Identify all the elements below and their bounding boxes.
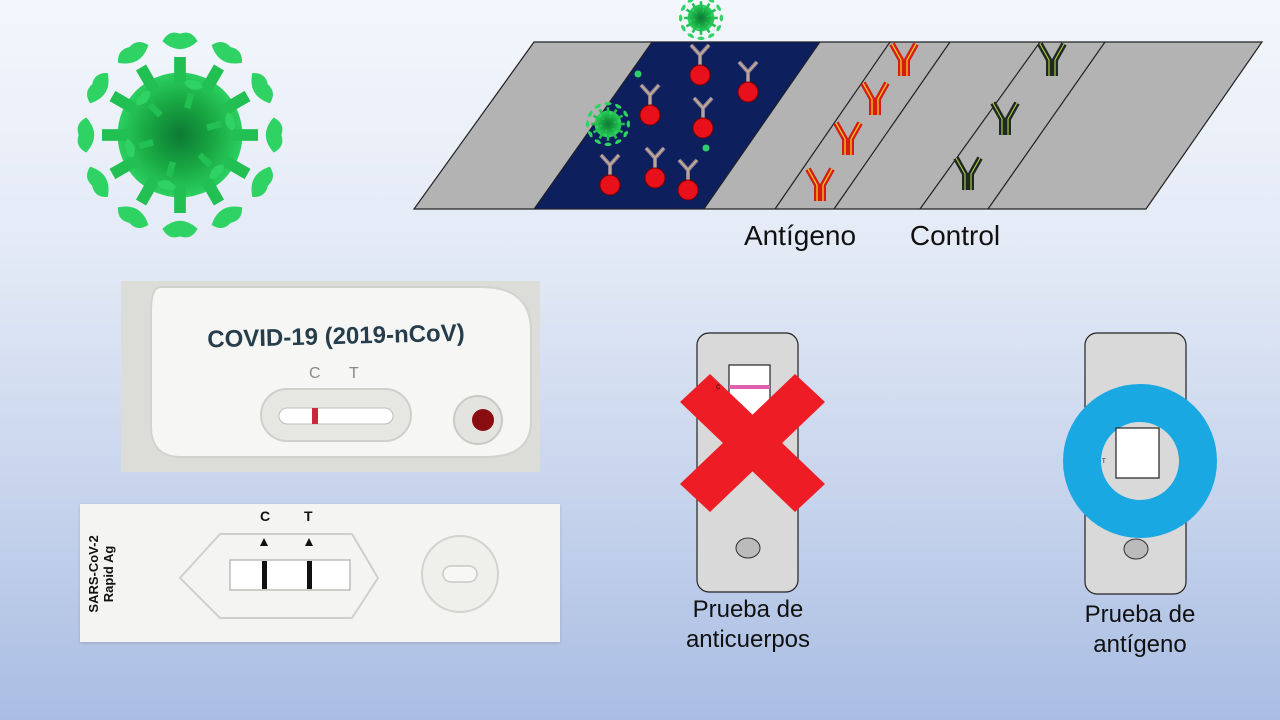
antibody-test-illustration: C xyxy=(680,332,825,593)
coronavirus-illustration xyxy=(55,10,305,260)
strip-divider xyxy=(774,41,891,210)
antigen-fragment xyxy=(702,144,710,152)
antigen-fragment xyxy=(634,70,642,78)
rapid-cassette-name: SARS-CoV-2 Rapid Ag xyxy=(86,514,117,634)
antibody-c-mark: C xyxy=(716,385,721,391)
test-line-border xyxy=(833,41,951,210)
control-line xyxy=(729,385,770,389)
rapid-cassette-shape xyxy=(178,533,499,619)
rapid-c-mark: C xyxy=(260,508,271,524)
rapid-name-line1: SARS-CoV-2 xyxy=(86,535,102,613)
antibody-caption-line1: Prueba de xyxy=(692,596,804,623)
antibody-caption-line2: anticuerpos xyxy=(685,626,811,653)
cassette-photo-shape xyxy=(121,281,540,472)
magnifier-ring xyxy=(1063,384,1217,538)
rapid-t-mark: T xyxy=(304,508,313,524)
cross-mark xyxy=(680,374,825,512)
rapid-c-line xyxy=(262,561,267,589)
covid-test-cassette-photo: COVID-19 (2019-nCoV) C T xyxy=(121,281,540,472)
sars-cov-2-rapid-ag-cassette: C T SARS-CoV-2 Rapid Ag xyxy=(80,504,560,642)
rapid-t-line xyxy=(307,561,312,589)
control-line-border-right xyxy=(987,41,1106,210)
antibody-test-caption: Prueba de anticuerpos xyxy=(668,595,828,655)
antigen-line-label: Antígeno xyxy=(743,220,857,251)
rapid-name-line2: Rapid Ag xyxy=(101,545,116,603)
control-line-border-left xyxy=(919,41,1041,210)
antigen-caption-line2: antígeno xyxy=(1093,631,1187,658)
control-line-mark xyxy=(312,408,318,424)
control-line-label: Control xyxy=(909,220,1001,251)
cassette-t-mark: T xyxy=(349,365,359,382)
cassette-c-mark: C xyxy=(309,365,321,382)
antigen-caption-line1: Prueba de xyxy=(1084,601,1196,628)
antigen-t-mark: T xyxy=(1102,459,1106,465)
antigen-test-caption: Prueba de antígeno xyxy=(1060,600,1220,660)
antigen-test-illustration: T xyxy=(1063,332,1217,595)
lateral-flow-strip-diagram xyxy=(412,0,1264,210)
small-virus-particle xyxy=(679,0,723,40)
